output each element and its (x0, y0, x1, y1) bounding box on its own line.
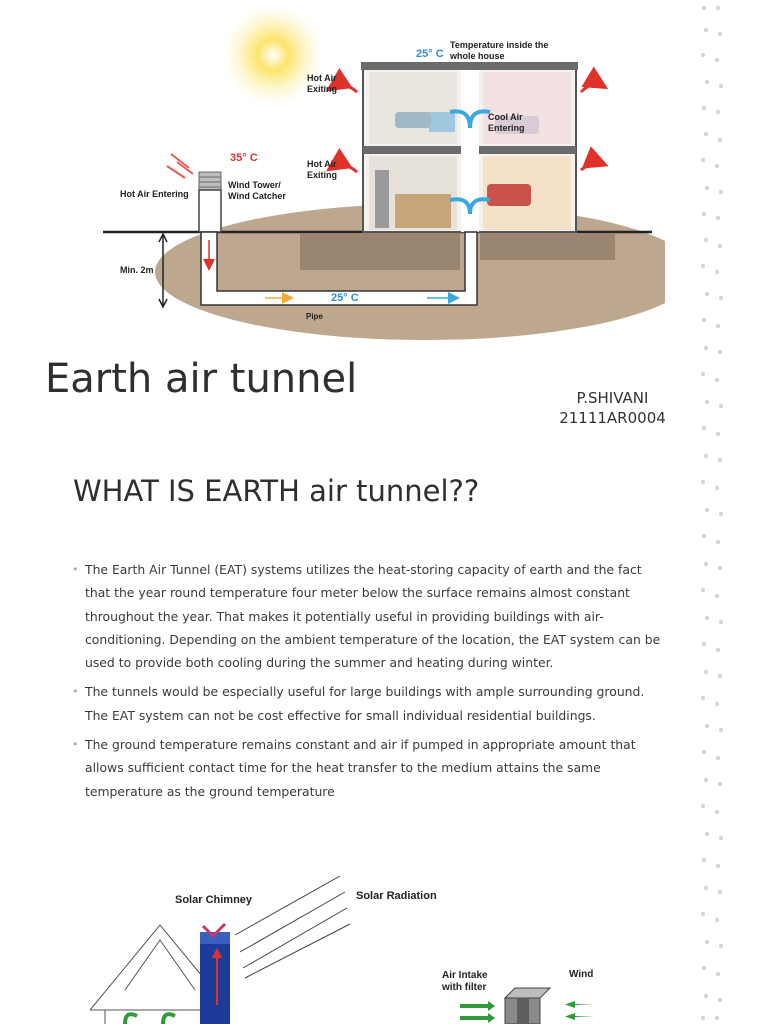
bullet-item: The ground temperature remains constant … (72, 733, 667, 803)
house (361, 62, 578, 233)
wind-arrows (460, 1001, 595, 1023)
solar-chimney-label: Solar Chimney (175, 894, 253, 906)
solar-radiation-rays (234, 875, 351, 979)
hot-air-entering-arrows (166, 153, 194, 179)
bullet-item: The tunnels would be especially useful f… (72, 680, 667, 727)
air-intake-label-2: with filter (441, 982, 487, 993)
section-heading: WHAT IS EARTH air tunnel?? (73, 474, 480, 508)
inside-temp-label: 25° C (416, 48, 444, 60)
wind-label: Wind (569, 969, 593, 980)
hot-air-exiting-label-2a: Hot Air (307, 159, 337, 169)
hot-air-entering-label: Hot Air Entering (120, 189, 189, 199)
hot-air-exit-arrow-1 (326, 68, 358, 94)
depth-label: Min. 2m (120, 265, 154, 275)
exhaust-arrow-icon (201, 922, 227, 939)
room-airflow-icon (123, 1012, 176, 1024)
wind-tower-label-1: Wind Tower/ (228, 180, 281, 190)
author-id: 21111AR0004 (559, 409, 666, 427)
air-intake-label-1: Air Intake (442, 970, 488, 981)
pipe-label: Pipe (306, 312, 323, 321)
solar-radiation-label: Solar Radiation (356, 890, 437, 902)
bullet-list: The Earth Air Tunnel (EAT) systems utili… (72, 558, 667, 809)
hot-air-exiting-label-2b: Exiting (307, 170, 337, 180)
decorative-dot-border (700, 5, 724, 1021)
inside-temp-caption-2: whole house (449, 51, 505, 61)
inside-temp-caption-1: Temperature inside the (450, 40, 548, 50)
hot-air-exit-arrow-2 (326, 148, 358, 174)
author-name: P.SHIVANI (576, 389, 649, 407)
air-intake-filter (503, 987, 552, 1024)
earth-air-tunnel-diagram: 25° C Temperature inside the whole house… (103, 3, 665, 340)
solar-chimney-diagram: Solar Chimney Solar Radiation Air Intake… (89, 875, 595, 1024)
cool-air-label-2: Entering (488, 123, 525, 133)
cool-air-arrow-upper (449, 109, 491, 129)
sun-icon (221, 3, 325, 107)
wind-tower-label-2: Wind Catcher (228, 191, 286, 201)
author-block: P.SHIVANI 21111AR0004 (540, 388, 685, 428)
wind-tower (198, 171, 222, 233)
hot-air-exiting-label-1a: Hot Air (307, 73, 337, 83)
hot-air-exit-arrow-4 (580, 146, 609, 172)
bullet-item: The Earth Air Tunnel (EAT) systems utili… (72, 558, 667, 674)
cool-air-label-1: Cool Air (488, 112, 523, 122)
hot-air-exiting-label-1b: Exiting (307, 84, 337, 94)
page-title: Earth air tunnel (45, 356, 358, 402)
solar-chimney (200, 932, 230, 1024)
hot-air-exit-arrow-3 (579, 66, 609, 94)
cool-air-arrow-lower (449, 197, 491, 215)
pipe-temp-label: 25° C (331, 292, 359, 304)
outside-temp-label: 35° C (230, 152, 258, 164)
